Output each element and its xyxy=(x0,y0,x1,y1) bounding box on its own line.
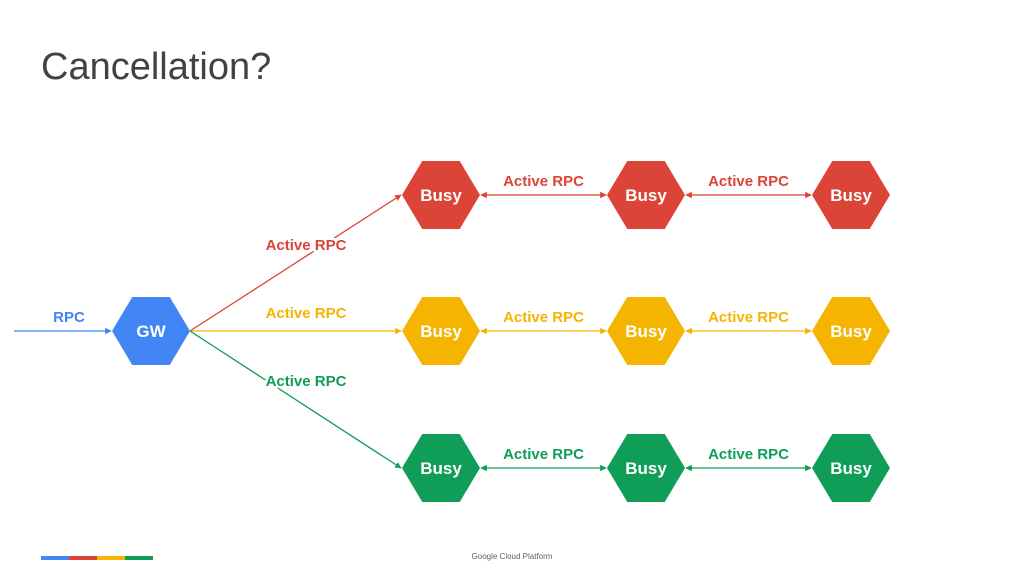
node-yellow-3 xyxy=(812,297,890,365)
node-label-red-3: Busy xyxy=(830,186,872,205)
node-yellow-2 xyxy=(607,297,685,365)
edge-label-green-1: Active RPC xyxy=(503,446,584,463)
brand-bar-segment-4 xyxy=(125,556,153,560)
fan-label-green: Active RPC xyxy=(266,373,347,390)
brand-color-bar xyxy=(41,556,153,560)
fan-label-yellow: Active RPC xyxy=(266,305,347,322)
node-label-yellow-1: Busy xyxy=(420,322,462,341)
fan-edge-red xyxy=(189,194,402,332)
slide-title: Cancellation? xyxy=(41,46,272,88)
node-green-1 xyxy=(402,434,480,502)
node-label-red-1: Busy xyxy=(420,186,462,205)
edge-label-red-1: Active RPC xyxy=(503,173,584,190)
edge-label-yellow-1: Active RPC xyxy=(503,309,584,326)
footer-text: Google Cloud Platform xyxy=(471,552,553,561)
edge-label-green-2: Active RPC xyxy=(708,446,789,463)
node-label-red-2: Busy xyxy=(625,186,667,205)
node-label-green-2: Busy xyxy=(625,459,667,478)
node-label-yellow-3: Busy xyxy=(830,322,872,341)
gateway-node xyxy=(112,297,190,365)
node-red-2 xyxy=(607,161,685,229)
edge-label-yellow-2: Active RPC xyxy=(708,309,789,326)
edge-label-red-2: Active RPC xyxy=(708,173,789,190)
incoming-rpc-label: RPC xyxy=(53,309,85,326)
node-label-yellow-2: Busy xyxy=(625,322,667,341)
brand-bar-segment-3 xyxy=(97,556,125,560)
node-green-3 xyxy=(812,434,890,502)
gateway-node-label: GW xyxy=(136,322,166,341)
brand-bar-segment-1 xyxy=(41,556,69,560)
node-yellow-1 xyxy=(402,297,480,365)
brand-bar-segment-2 xyxy=(69,556,97,560)
fan-edge-green xyxy=(189,330,402,469)
node-green-2 xyxy=(607,434,685,502)
node-red-3 xyxy=(812,161,890,229)
node-red-1 xyxy=(402,161,480,229)
node-label-green-3: Busy xyxy=(830,459,872,478)
fan-label-red: Active RPC xyxy=(266,237,347,254)
node-label-green-1: Busy xyxy=(420,459,462,478)
